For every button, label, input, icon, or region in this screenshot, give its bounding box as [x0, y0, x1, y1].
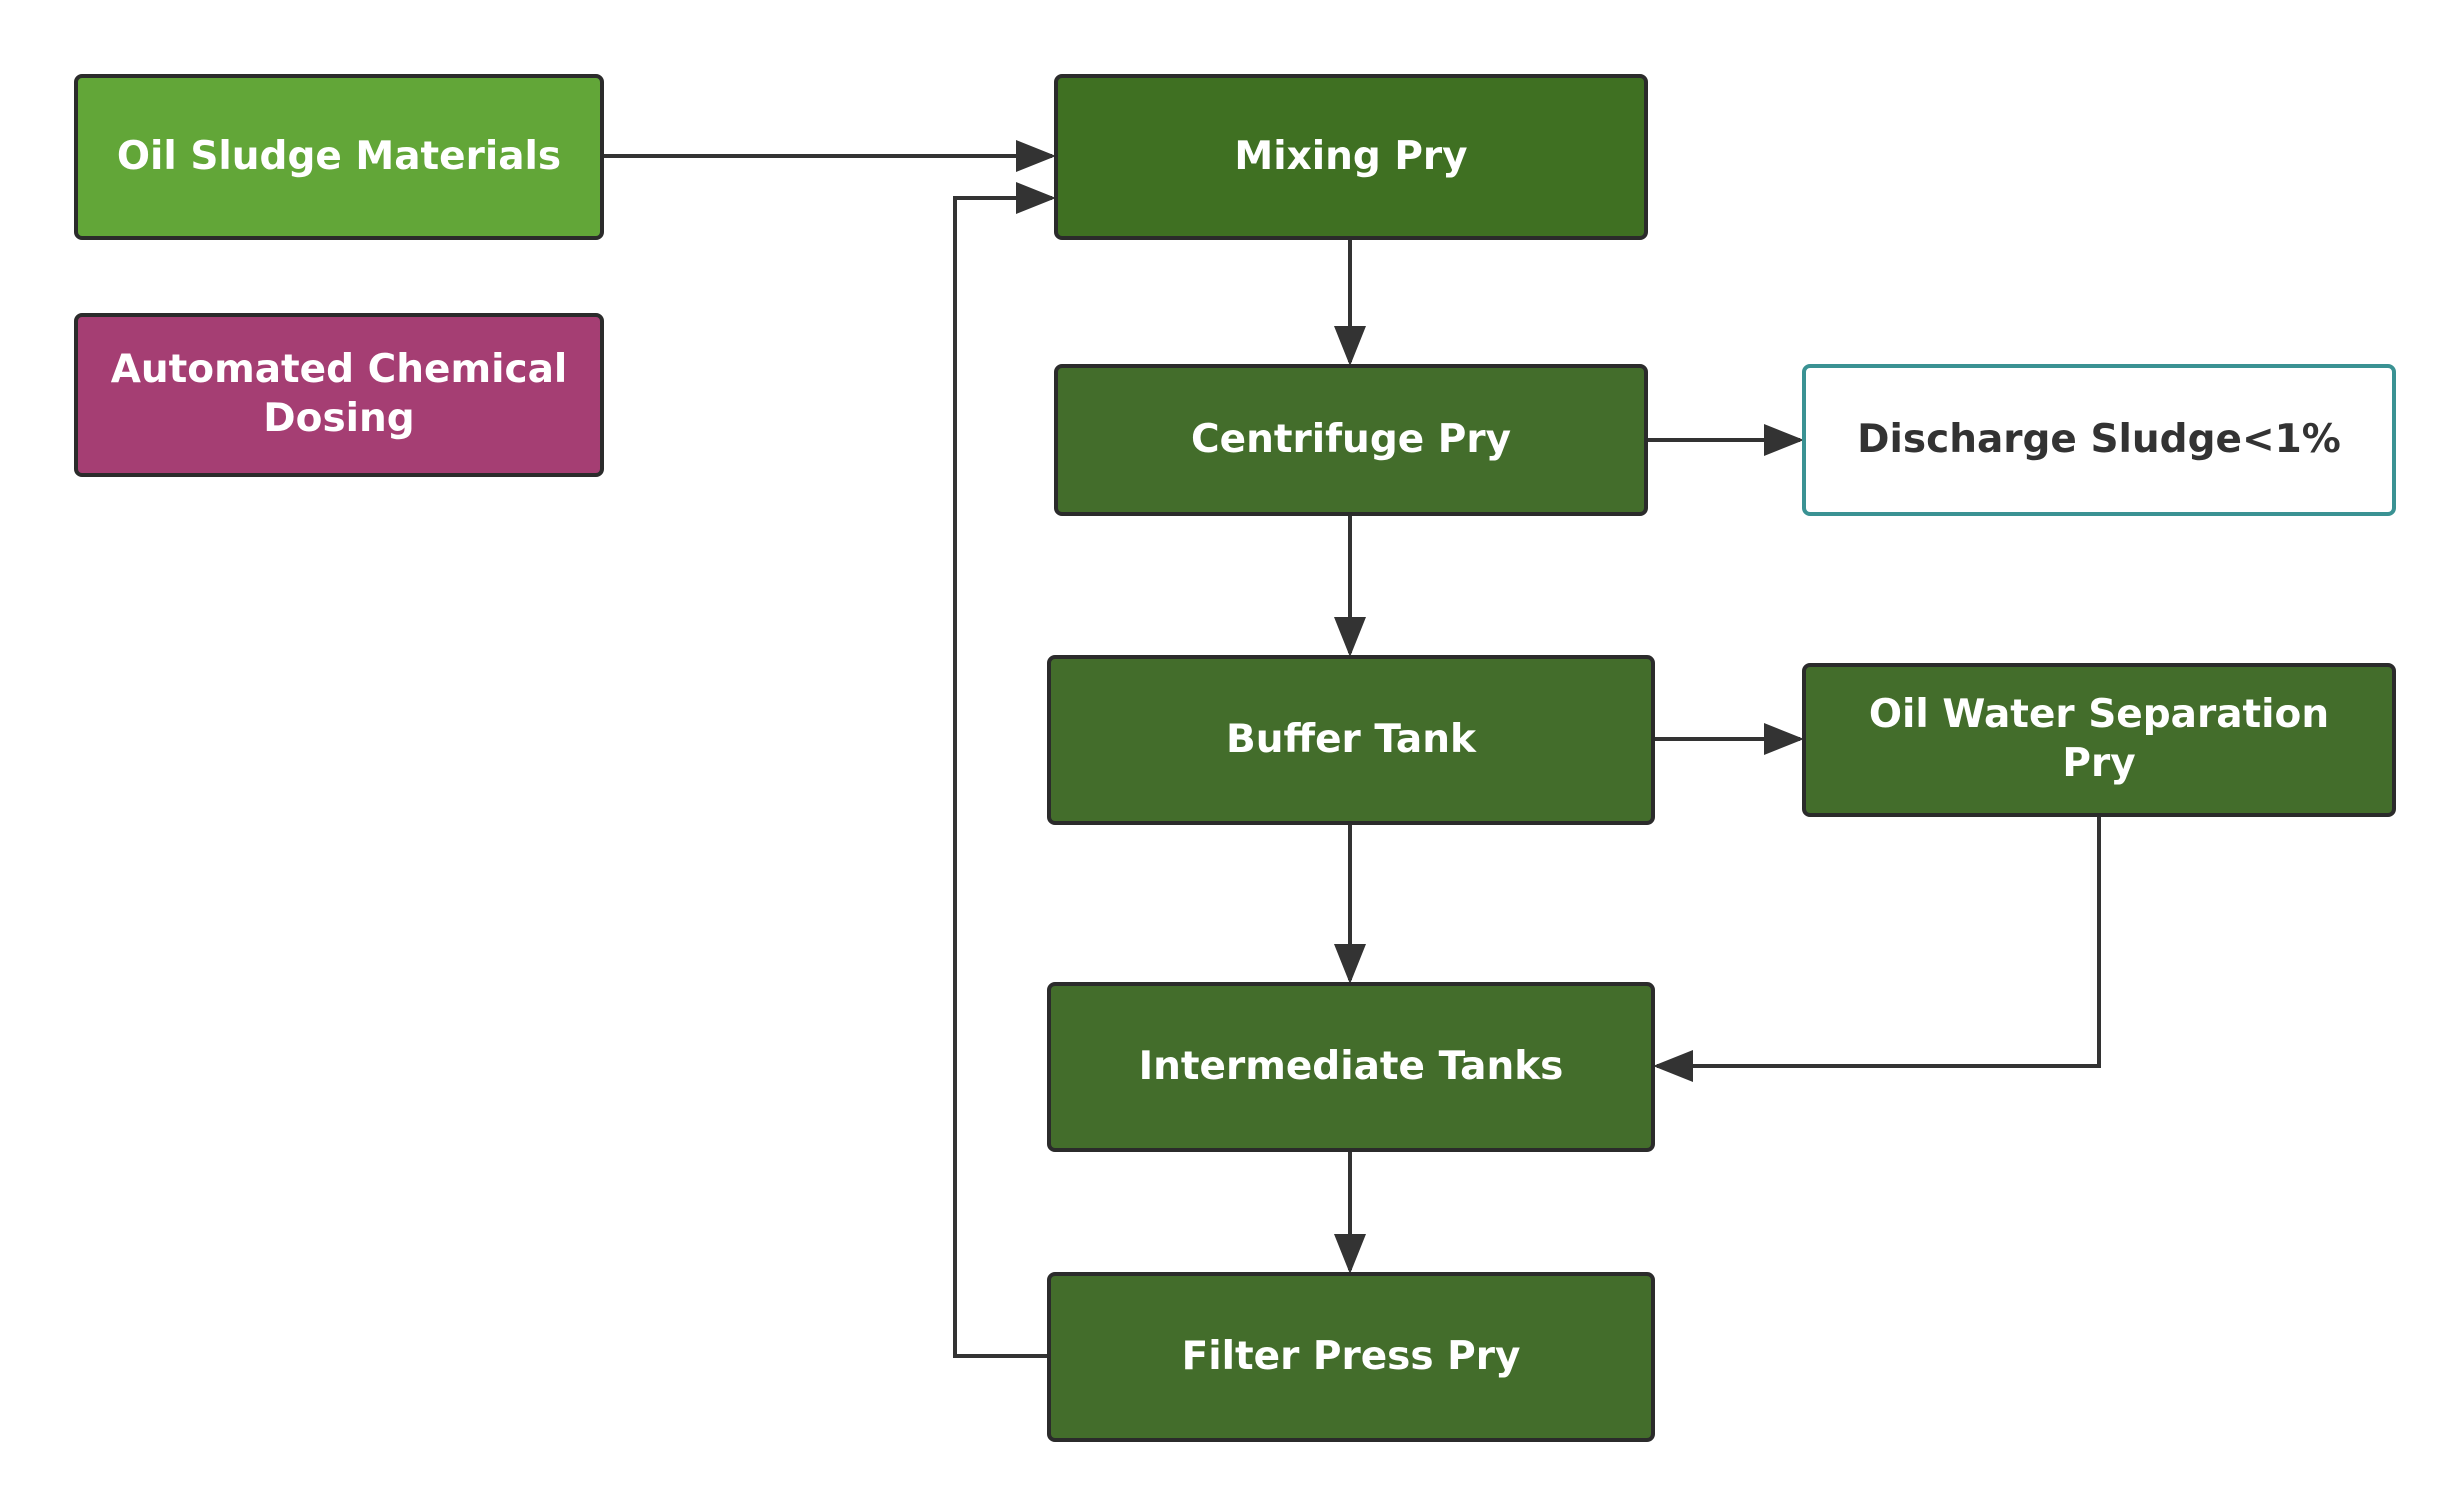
- node-label: Oil Sludge Materials: [116, 133, 562, 179]
- edge-oil-water-to-intermediate: [1653, 817, 2101, 1082]
- node-filter-press-pry: Filter Press Pry: [1047, 1272, 1655, 1442]
- node-discharge-sludge: Discharge Sludge<1%: [1802, 364, 2396, 516]
- node-label: Discharge Sludge<1%: [1857, 416, 2341, 462]
- node-buffer-tank: Buffer Tank: [1047, 655, 1655, 825]
- node-label: Buffer Tank: [1226, 716, 1476, 762]
- node-oil-sludge-materials: Oil Sludge Materials: [74, 74, 604, 240]
- node-label: Centrifuge Pry: [1191, 416, 1511, 462]
- node-centrifuge-pry: Centrifuge Pry: [1054, 364, 1648, 516]
- node-label: Mixing Pry: [1234, 133, 1468, 179]
- node-label: Intermediate Tanks: [1138, 1043, 1564, 1089]
- edge-filter-press-to-mixing: [953, 182, 1056, 1358]
- node-label: Filter Press Pry: [1181, 1333, 1521, 1379]
- node-mixing-pry: Mixing Pry: [1054, 74, 1648, 240]
- node-label: Automated Chemical Dosing: [110, 347, 568, 441]
- node-automated-chemical-dosing: Automated Chemical Dosing: [74, 313, 604, 477]
- node-label: Oil Water Separation Pry: [1868, 692, 2330, 786]
- node-oil-water-separation-pry: Oil Water Separation Pry: [1802, 663, 2396, 817]
- node-intermediate-tanks: Intermediate Tanks: [1047, 982, 1655, 1152]
